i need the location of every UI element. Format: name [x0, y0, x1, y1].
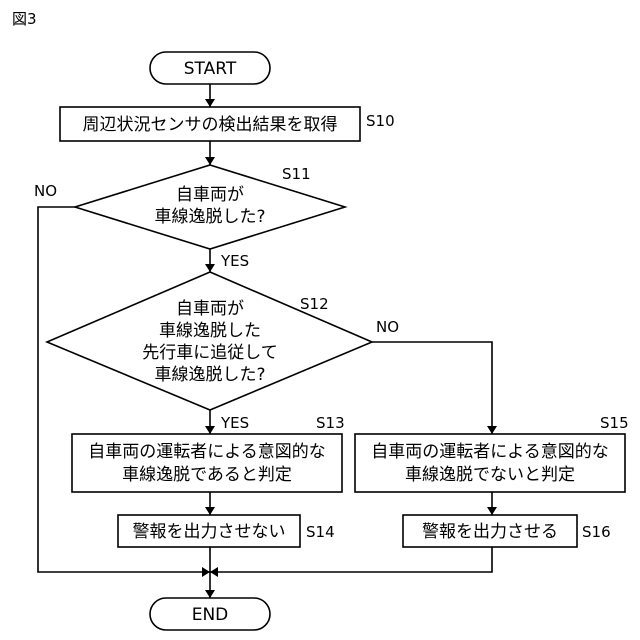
arrowhead-s15-to-s16 — [487, 507, 497, 515]
s13-label-line-1: 自車両の運転者による意図的な — [88, 442, 326, 462]
s10-label: 周辺状況センサの検出結果を取得 — [83, 115, 338, 135]
step-label-s12: S12 — [300, 295, 329, 313]
arrowhead-s11-to-s12 — [205, 264, 215, 272]
arrowhead-s16-to-merge — [210, 567, 218, 577]
s11-label-line-2: 車線逸脱した? — [154, 207, 265, 227]
step-label-s13: S13 — [316, 414, 345, 432]
branch-label-s11-yes: YES — [220, 252, 249, 270]
edge-s16-to-merge — [210, 547, 492, 572]
step-label-s11: S11 — [282, 165, 311, 183]
arrowhead-s11-no-to-merge — [202, 567, 210, 577]
edge-s12-no-to-s15 — [372, 342, 492, 434]
step-label-s15: S15 — [600, 414, 629, 432]
s11-label-line-1: 自車両が — [176, 185, 244, 205]
arrowhead-s14-to-end — [205, 590, 215, 598]
end-label: END — [192, 605, 229, 625]
start-label: START — [184, 59, 237, 79]
s16-label: 警報を出力させる — [422, 522, 558, 542]
s12-label-line-1: 自車両が — [176, 299, 244, 319]
branch-label-s11-no: NO — [34, 182, 57, 200]
step-label-s16: S16 — [582, 523, 611, 541]
arrowhead-s12-to-s13 — [205, 426, 215, 434]
s12-decision — [47, 272, 372, 410]
s15-label-line-1: 自車両の運転者による意図的な — [371, 442, 609, 462]
s14-label: 警報を出力させない — [133, 522, 286, 542]
s12-label-line-2: 車線逸脱した — [159, 321, 261, 341]
s13-label-line-2: 車線逸脱であると判定 — [122, 465, 292, 485]
arrowhead-start-to-s10 — [205, 99, 215, 107]
arrowhead-s12-no-to-s15 — [487, 426, 497, 434]
branch-label-s12-no: NO — [376, 318, 399, 336]
arrowhead-s13-to-s14 — [205, 507, 215, 515]
step-label-s10: S10 — [366, 112, 395, 130]
arrowhead-s10-to-s11 — [205, 157, 215, 165]
s12-label-line-4: 車線逸脱した? — [154, 365, 265, 385]
figure-label: 図3 — [12, 10, 37, 28]
branch-label-s12-yes: YES — [220, 414, 249, 432]
step-label-s14: S14 — [306, 523, 335, 541]
s12-label-line-3: 先行車に追従して — [142, 343, 278, 363]
s15-label-line-2: 車線逸脱でないと判定 — [405, 465, 575, 485]
